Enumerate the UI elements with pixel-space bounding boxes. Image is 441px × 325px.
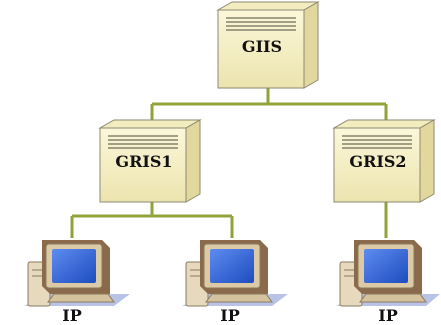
- giis-label: GIIS: [241, 37, 283, 56]
- connector-lines: [70, 86, 388, 238]
- computer-icon: [24, 240, 130, 307]
- gris1-label: GRIS1: [115, 152, 173, 171]
- ip-label-1: IP: [62, 306, 82, 325]
- computer-icon: [336, 240, 440, 307]
- gris2-label: GRIS2: [349, 152, 407, 171]
- server-icon: [332, 119, 436, 203]
- server-icon: [216, 1, 320, 89]
- ip-label-3: IP: [378, 306, 398, 325]
- computer-icon: [182, 240, 288, 307]
- ip-label-2: IP: [220, 306, 240, 325]
- server-icon: [98, 119, 202, 203]
